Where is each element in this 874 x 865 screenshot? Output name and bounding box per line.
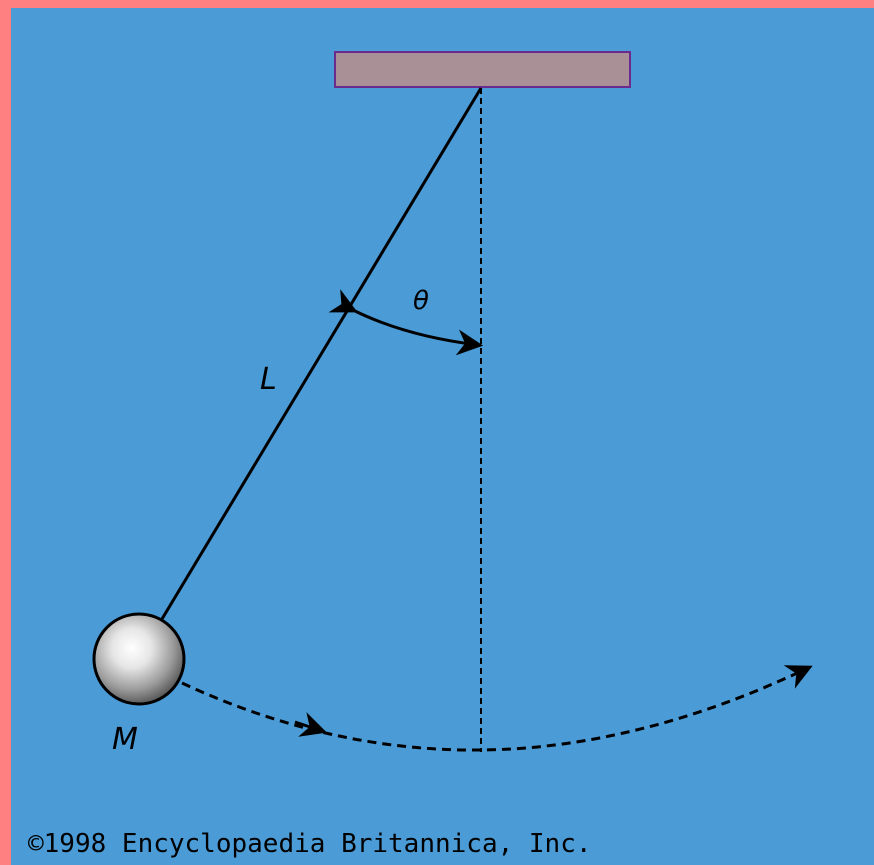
mass-label: M (112, 722, 138, 757)
swing-direction-arrow (294, 712, 327, 737)
copyright-text: ©1998 Encyclopaedia Britannica, Inc. (28, 829, 592, 859)
angle-label: θ (413, 286, 429, 316)
pivot-support (334, 51, 631, 88)
length-label: L (260, 362, 277, 397)
angle-arc (328, 289, 484, 356)
pendulum-bob (92, 612, 186, 706)
pendulum-string (160, 87, 483, 620)
diagram-background (11, 8, 874, 865)
